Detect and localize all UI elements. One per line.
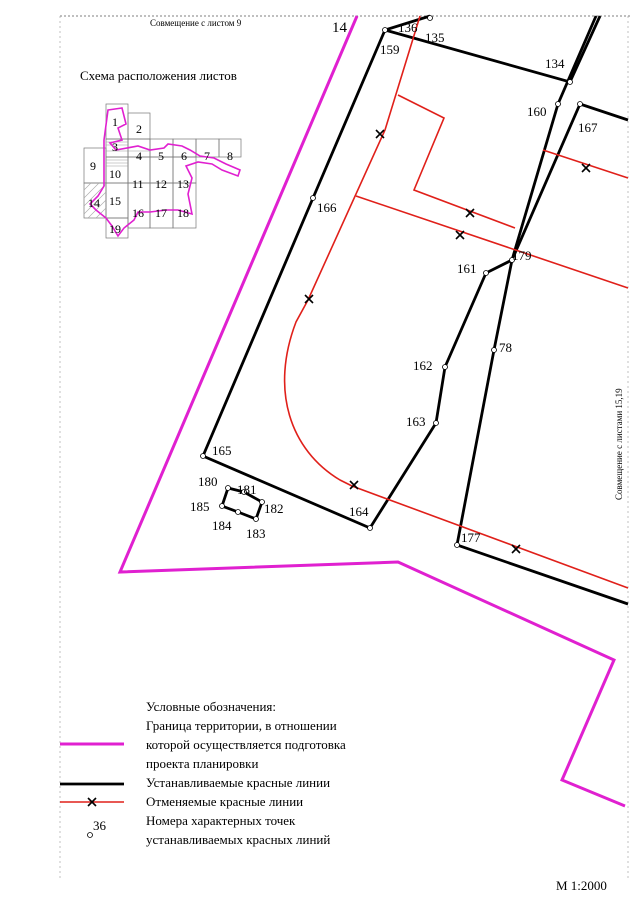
legend-cancel-marker: [87, 797, 97, 807]
sheet-label-3: 3: [112, 140, 118, 154]
point-label-185: 185: [190, 499, 210, 514]
legend-cancelled-text: Отменяемые красные линии: [146, 794, 303, 809]
sheet-label-5: 5: [158, 149, 164, 163]
sheet-label-14: 14: [88, 196, 100, 210]
cancel-markers: [304, 129, 591, 554]
characteristic-points: [200, 15, 583, 548]
established-line-south-east: [579, 102, 629, 122]
cancel-marker: [465, 208, 475, 218]
sheet-label-15: 15: [109, 194, 121, 208]
point-label-177: 177: [461, 530, 481, 545]
established-line-inner: [455, 103, 629, 606]
sheet-label-8: 8: [227, 149, 233, 163]
legend-title: Условные обозначения:: [146, 699, 276, 714]
sheet-label-16: 16: [132, 206, 144, 220]
sheet-scheme-boundary: [88, 107, 241, 238]
legend-point-marker: [87, 832, 93, 838]
sheet-14-hatch: [83, 182, 107, 219]
sheet-label-7: 7: [204, 149, 210, 163]
point-label-180: 180: [198, 474, 218, 489]
cancelled-line-block: [397, 94, 516, 229]
sheet-label-18: 18: [177, 206, 189, 220]
established-line-west: [201, 14, 598, 530]
point-label-162: 162: [413, 358, 433, 373]
sheet-scheme: Схема расположения листов: [80, 68, 242, 239]
point-label-163: 163: [406, 414, 426, 429]
legend-numbers-text-2: устанавливаемых красных линий: [146, 832, 330, 847]
sheet-label-9: 9: [90, 159, 96, 173]
cancel-marker: [349, 480, 359, 490]
territory-boundary-line: [117, 15, 626, 808]
point-label-167: 167: [578, 120, 598, 135]
sheet-label-12: 12: [155, 177, 167, 191]
point-label-134: 134: [545, 56, 565, 71]
sheet-label-13: 13: [177, 177, 189, 191]
sheet-label-10: 10: [109, 167, 121, 181]
point-label-161: 161: [457, 261, 477, 276]
sheet-label-11: 11: [132, 177, 144, 191]
point-label-160: 160: [527, 104, 547, 119]
sheet-label-4: 4: [136, 149, 142, 163]
legend-boundary-text-3: проекта планировки: [146, 756, 258, 771]
point-label-159: 159: [380, 42, 400, 57]
legend-sample-number: 36: [93, 818, 107, 833]
point-label-184: 184: [212, 518, 232, 533]
point-label-183: 183: [246, 526, 266, 541]
cancel-marker: [455, 230, 465, 240]
point-label-135: 135: [425, 30, 445, 45]
sheet-label-17: 17: [155, 206, 167, 220]
sheet-label-6: 6: [181, 149, 187, 163]
sheet-label-19: 19: [109, 222, 121, 236]
sheet-label-2: 2: [136, 122, 142, 136]
cancelled-red-lines: [283, 15, 629, 589]
point-label-165: 165: [212, 443, 232, 458]
legend: Условные обозначения: Граница территории…: [60, 699, 346, 847]
point-label-178: 78: [499, 340, 512, 355]
point-label-182: 182: [264, 501, 284, 516]
scale-label: М 1:2000: [556, 878, 607, 893]
legend-boundary-text-1: Граница территории, в отношении: [146, 718, 337, 733]
legend-established-text: Устанавливаемые красные линии: [146, 775, 330, 790]
cancelled-line-cross: [355, 195, 629, 289]
sheet-scheme-title: Схема расположения листов: [80, 68, 237, 83]
point-label-179: 179: [512, 248, 532, 263]
point-label-136: 136: [398, 20, 418, 35]
point-label-181: 181: [237, 482, 257, 497]
cancel-marker: [511, 544, 521, 554]
legend-boundary-text-2: которой осуществляется подготовка: [146, 737, 346, 752]
sheet-grid: [83, 103, 242, 239]
cancel-marker: [581, 163, 591, 173]
cancel-marker: [304, 294, 314, 304]
legend-numbers-text-1: Номера характерных точек: [146, 813, 296, 828]
point-label-166: 166: [317, 200, 337, 215]
point-label-164: 164: [349, 504, 369, 519]
cancel-marker: [375, 129, 385, 139]
top-label-14: 14: [332, 20, 348, 36]
sheet-label-1: 1: [112, 115, 118, 129]
combine-right-label: Совмещение с листами 15,19: [614, 388, 624, 500]
combine-top-label: Совмещение с листом 9: [150, 18, 242, 28]
cancelled-line-east: [542, 149, 629, 179]
cancelled-line-arc: [283, 15, 629, 589]
